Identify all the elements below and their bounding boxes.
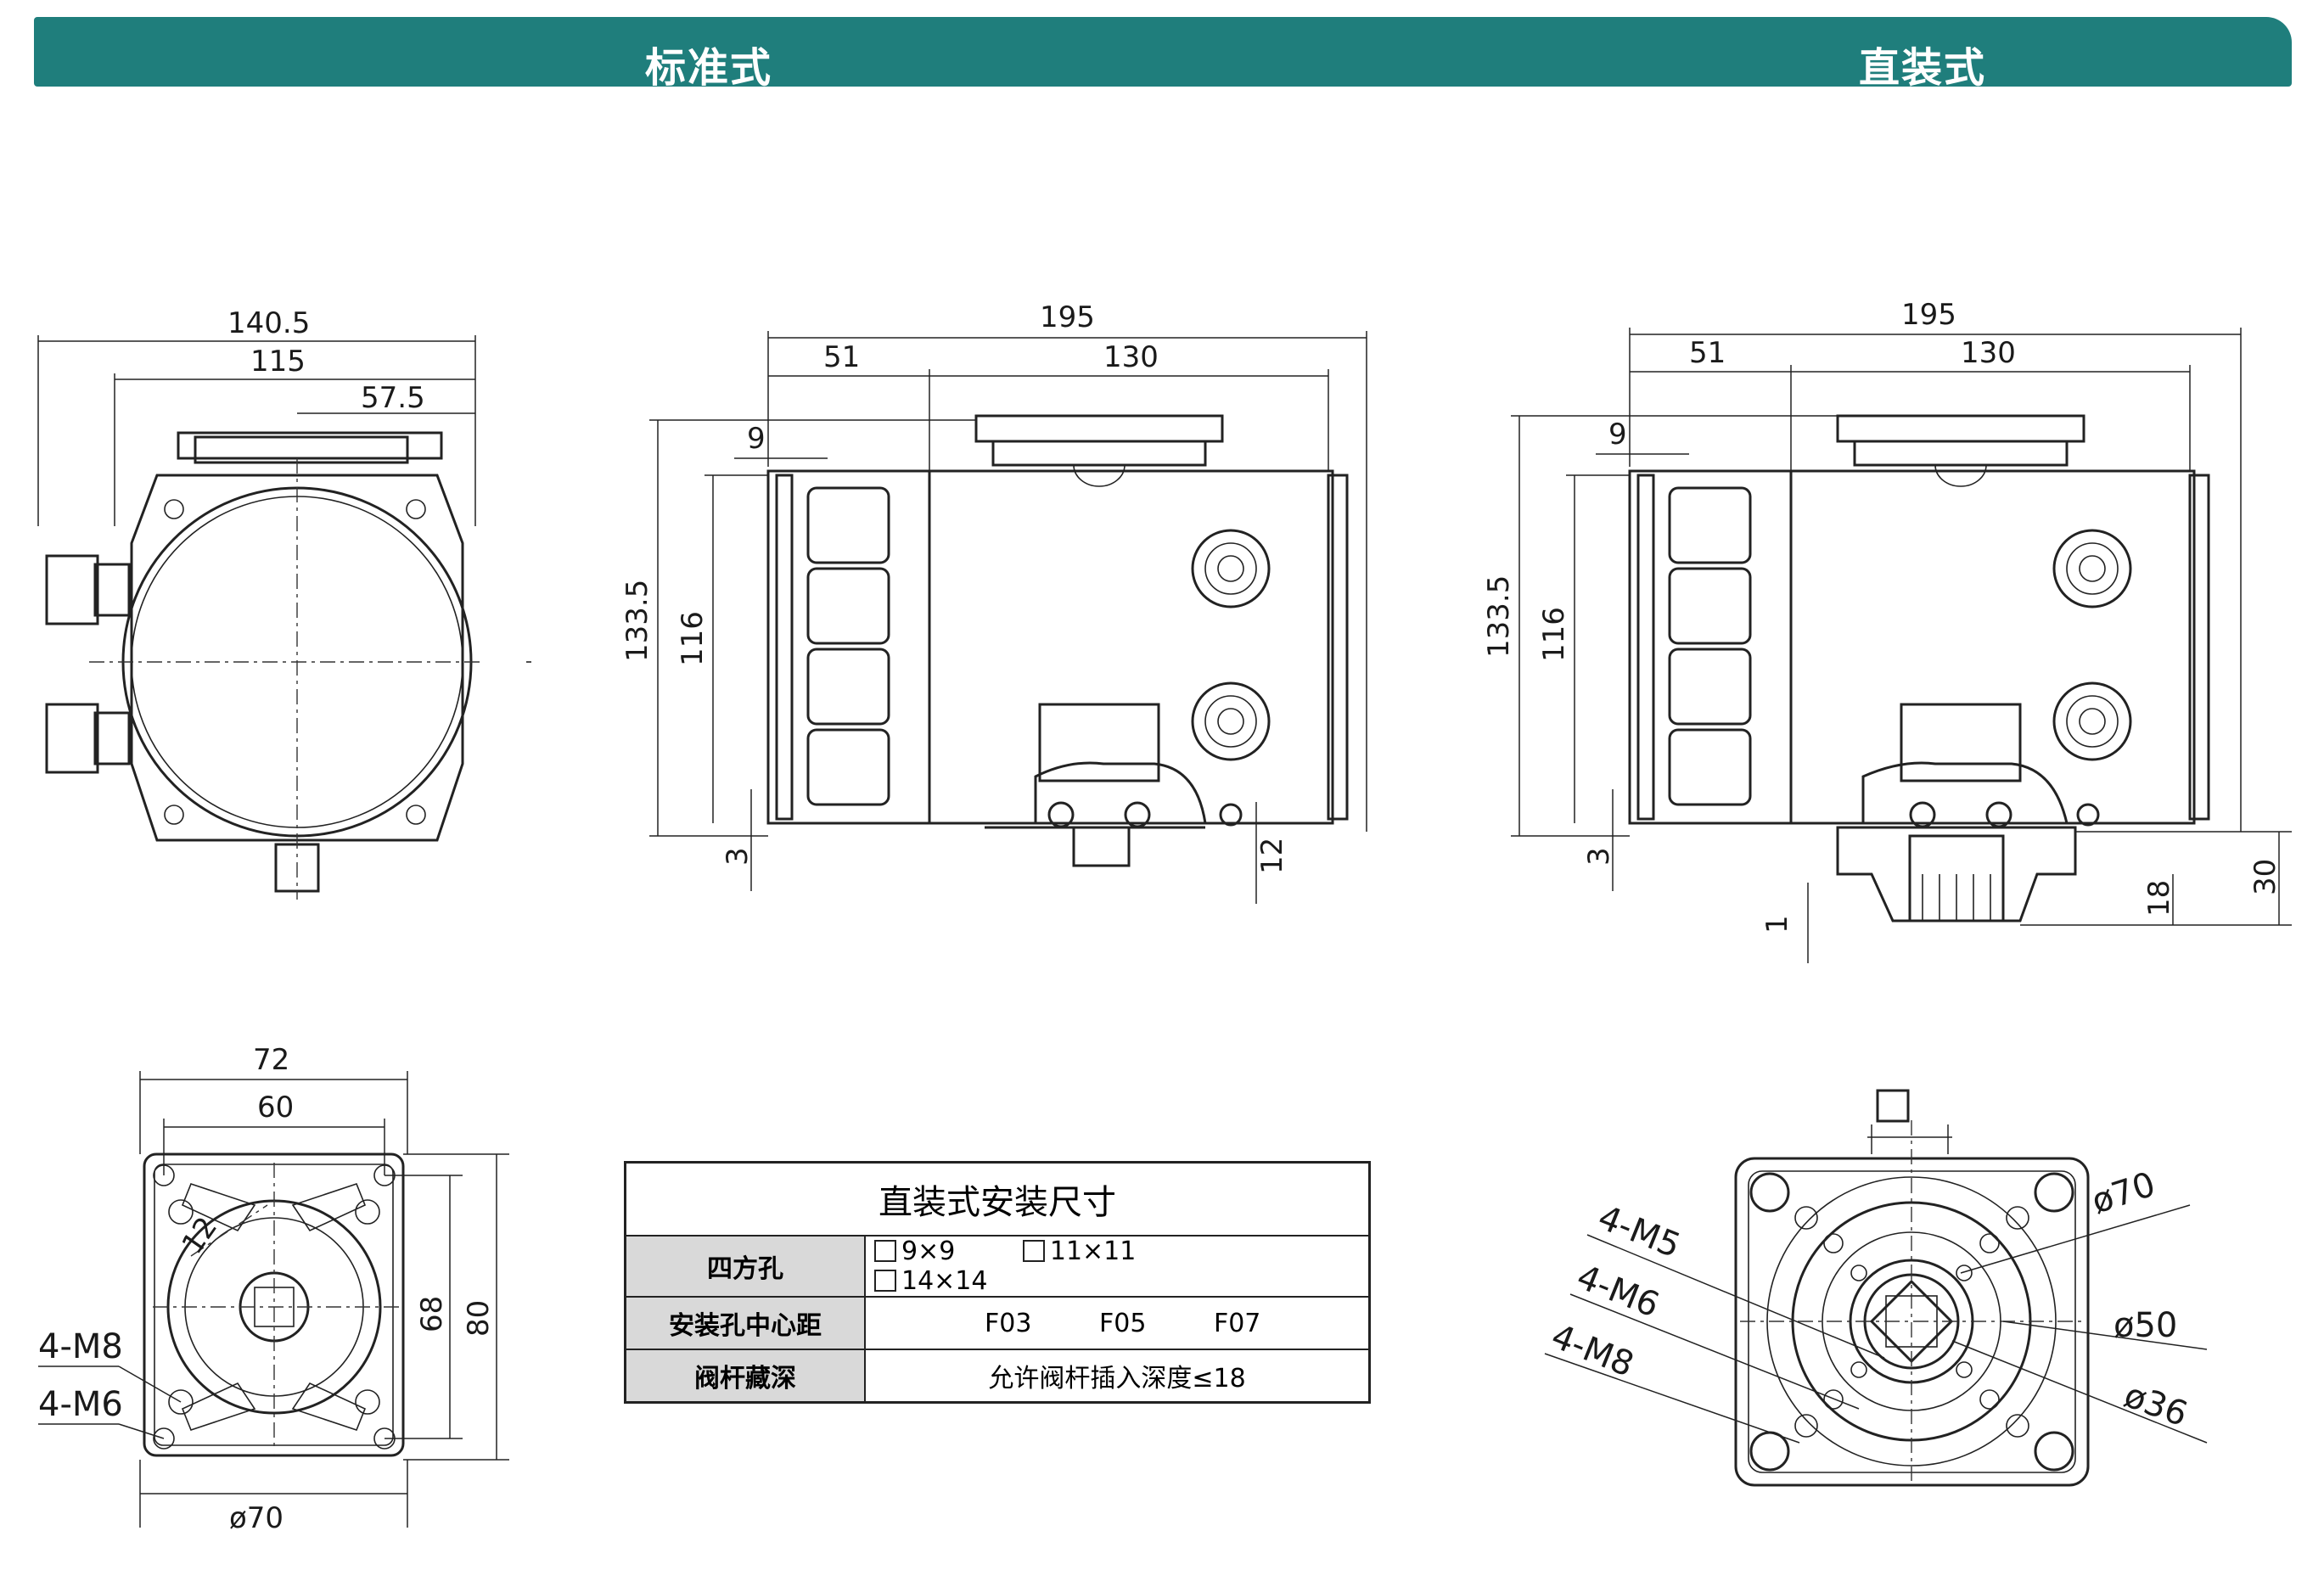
option-f07: F07 bbox=[1213, 1308, 1261, 1338]
mounting-spec-table: 直装式安装尺寸 四方孔 9×9 11×11 14×14 安装孔中心距 F03 F… bbox=[624, 1161, 1371, 1404]
row-label-stem-depth: 阀杆藏深 bbox=[624, 1349, 866, 1404]
option-f03: F03 bbox=[985, 1308, 1032, 1338]
dim-115: 115 bbox=[250, 345, 306, 379]
dim-12-shaft: 12 bbox=[1255, 838, 1289, 874]
dim-133-5-direct: 133.5 bbox=[1482, 575, 1516, 658]
dim-18: 18 bbox=[2142, 880, 2176, 917]
title-direct-mount: 直装式 bbox=[1859, 44, 1987, 92]
standard-side-view: 140.5 115 57.5 bbox=[37, 306, 531, 900]
table-row: 阀杆藏深 允许阀杆插入深度≤18 bbox=[624, 1349, 1371, 1404]
option-9x9: 9×9 bbox=[874, 1237, 955, 1266]
label-4-m6-flange: 4-M6 bbox=[1571, 1258, 1664, 1326]
table-row: 四方孔 9×9 11×11 14×14 bbox=[624, 1235, 1371, 1298]
checkbox-icon bbox=[874, 1270, 896, 1292]
dim-3: 3 bbox=[721, 847, 755, 866]
dim-116-direct: 116 bbox=[1537, 607, 1571, 662]
dim-9-direct: 9 bbox=[1608, 418, 1627, 451]
dim-80: 80 bbox=[462, 1300, 496, 1337]
label-dia50-flange: ø50 bbox=[2113, 1306, 2177, 1345]
dim-140-5: 140.5 bbox=[227, 306, 310, 340]
dim-51: 51 bbox=[823, 340, 860, 374]
dim-1: 1 bbox=[1760, 915, 1794, 934]
dim-3-direct: 3 bbox=[1582, 847, 1616, 866]
checkbox-icon bbox=[874, 1240, 896, 1262]
dim-195: 195 bbox=[1040, 300, 1095, 334]
label-dia70-flange: ø70 bbox=[2087, 1164, 2160, 1221]
table-caption: 直装式安装尺寸 bbox=[624, 1161, 1371, 1237]
dim-51-direct: 51 bbox=[1689, 336, 1726, 370]
label-4-m8: 4-M8 bbox=[38, 1327, 123, 1366]
header-banner: 标准式 直装式 bbox=[34, 17, 2292, 92]
row-label-square-hole: 四方孔 bbox=[624, 1235, 866, 1298]
option-f05: F05 bbox=[1098, 1308, 1147, 1338]
dim-133-5: 133.5 bbox=[620, 580, 654, 662]
dim-60: 60 bbox=[257, 1091, 294, 1124]
direct-front-view: 195 51 130 9 133.5 116 3 30 18 1 bbox=[1482, 298, 2292, 963]
row-label-hole-distance: 安装孔中心距 bbox=[624, 1296, 866, 1350]
dim-72: 72 bbox=[253, 1043, 289, 1077]
label-4-m6: 4-M6 bbox=[38, 1385, 123, 1424]
label-4-m8-flange: 4-M8 bbox=[1546, 1317, 1639, 1385]
standard-base-view: 72 60 68 80 12 ø70 4-M8 4-M6 bbox=[38, 1043, 509, 1535]
dim-dia70-base: ø70 bbox=[229, 1501, 283, 1535]
stem-depth-value: 允许阀杆插入深度≤18 bbox=[864, 1349, 1371, 1404]
dim-57-5: 57.5 bbox=[361, 381, 425, 415]
dim-68: 68 bbox=[415, 1296, 449, 1332]
option-14x14: 14×14 bbox=[874, 1266, 987, 1296]
dim-9: 9 bbox=[747, 422, 766, 456]
title-standard: 标准式 bbox=[645, 44, 773, 92]
dim-130-direct: 130 bbox=[1961, 336, 2016, 370]
label-dia36-flange: ø36 bbox=[2119, 1376, 2193, 1434]
checkbox-icon bbox=[1022, 1240, 1045, 1262]
dim-30: 30 bbox=[2248, 859, 2282, 895]
option-11x11: 11×11 bbox=[1022, 1237, 1136, 1266]
table-row: 安装孔中心距 F03 F05 F07 bbox=[624, 1296, 1371, 1350]
dim-116: 116 bbox=[676, 611, 710, 666]
dim-195-direct: 195 bbox=[1901, 298, 1956, 332]
standard-front-view: 195 51 130 9 133.5 116 3 12 bbox=[620, 300, 1367, 904]
direct-flange-view: ø70 ø50 ø36 4-M5 4-M6 4-M8 bbox=[1544, 1089, 2208, 1487]
dim-130: 130 bbox=[1103, 340, 1159, 374]
